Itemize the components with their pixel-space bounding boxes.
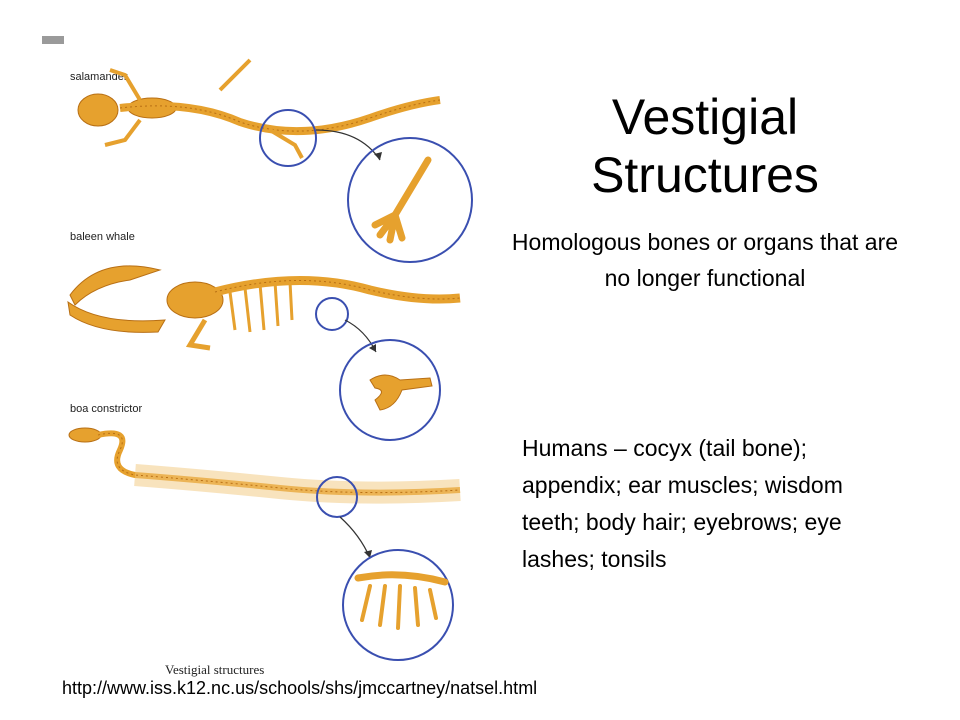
salamander-skeleton (77, 58, 441, 159)
boa-vestigial-leg-closeup (354, 571, 449, 630)
skeleton-illustration: salamander baleen whale (42, 36, 473, 677)
slide-subtitle: Homologous bones or organs that are no l… (511, 229, 899, 291)
salamander-limb-closeup (371, 156, 432, 244)
scan-mark (42, 36, 64, 44)
slide-title: Vestigial Structures (510, 88, 900, 204)
source-url: http://www.iss.k12.nc.us/schools/shs/jmc… (62, 678, 538, 698)
whale-skeleton (67, 265, 461, 351)
salamander-small-circle (259, 109, 317, 167)
label-salamander: salamander (70, 71, 128, 83)
vestigial-structures-figure: salamander baleen whale (40, 30, 483, 682)
salamander-zoom-circle (347, 137, 473, 263)
label-baleen-whale: baleen whale (70, 231, 135, 243)
title-line-1: Vestigial (611, 89, 799, 145)
whale-pelvis-closeup (369, 374, 433, 411)
figure-caption: Vestigial structures (165, 662, 264, 677)
boa-skeleton (68, 427, 461, 504)
boa-zoom-circle (342, 549, 454, 661)
human-examples-text: Humans – cocyx (tail bone); appendix; ea… (522, 435, 843, 572)
salamander-arrow (315, 129, 381, 161)
whale-zoom-circle (339, 339, 441, 441)
label-boa-constrictor: boa constrictor (70, 403, 142, 415)
title-line-2: Structures (591, 147, 819, 203)
whale-small-circle (315, 297, 349, 331)
boa-small-circle (316, 476, 358, 518)
